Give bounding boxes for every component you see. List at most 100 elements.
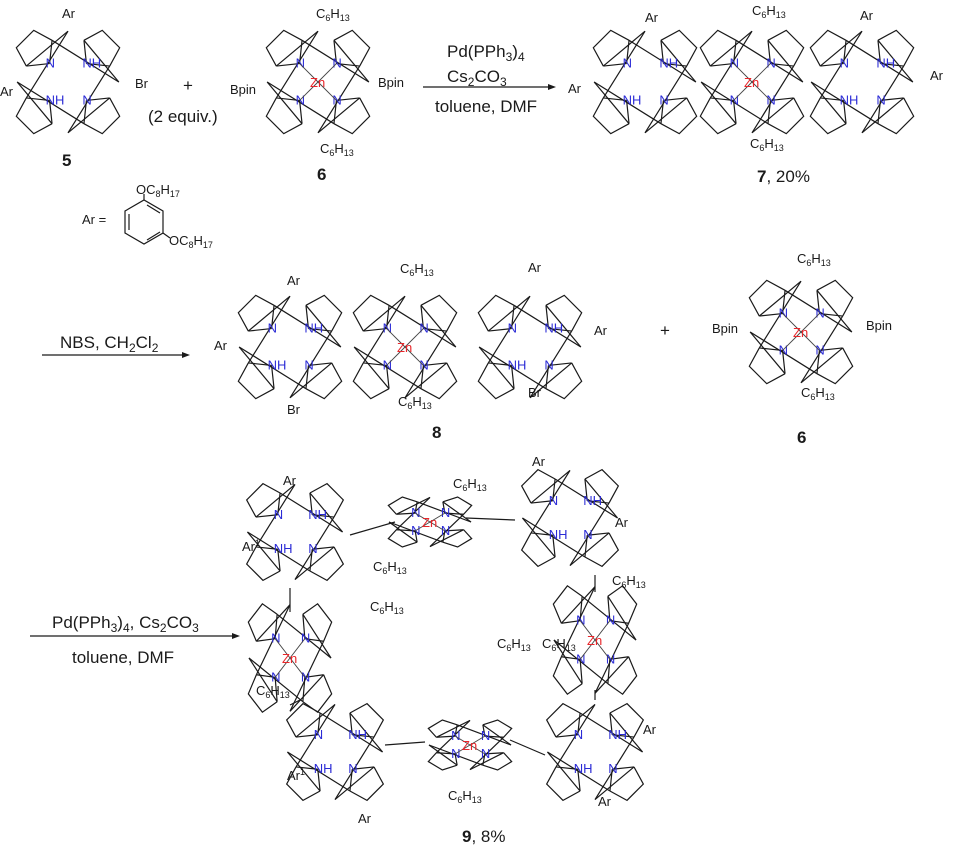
nitrogen-label: NH bbox=[46, 92, 65, 107]
substituent-ar: Ar bbox=[568, 81, 582, 96]
compound-5-labels: Ar Ar Br 5 bbox=[0, 6, 149, 170]
porphyrin-9h: N NH N NH bbox=[545, 702, 645, 802]
compound-9-labels: Ar Ar1 C6H13 C6H13 Ar Ar C6H13 C6H13 C6H… bbox=[242, 454, 657, 846]
nitrogen-label: N bbox=[606, 613, 615, 628]
nitrogen-label: NH bbox=[508, 357, 527, 372]
meso-meso-bond bbox=[465, 517, 516, 521]
nitrogen-label: N bbox=[301, 631, 310, 646]
substituent-ar: Ar bbox=[358, 811, 372, 826]
substituent-ar: Ar bbox=[528, 260, 542, 275]
reaction-arrow-1: Pd(PPh3)4 Cs2CO3 toluene, DMF bbox=[423, 42, 556, 116]
substituent-hexyl: C6H13 bbox=[373, 559, 407, 576]
nitrogen-label: N bbox=[766, 92, 775, 107]
substituent-hexyl-top: C6H13 bbox=[316, 6, 350, 23]
nitrogen-label: N bbox=[544, 357, 553, 372]
nitrogen-label: NH bbox=[544, 321, 563, 336]
nitrogen-label: NH bbox=[876, 56, 895, 71]
zinc-label: Zn bbox=[587, 633, 602, 648]
octyloxy-bottom: OC8H17 bbox=[169, 233, 213, 250]
substituent-hexyl: C6H13 bbox=[256, 683, 290, 700]
nitrogen-label: N bbox=[815, 306, 824, 321]
substituent-hexyl: C6H13 bbox=[453, 476, 487, 493]
nitrogen-label: NH bbox=[574, 761, 593, 776]
nitrogen-label: N bbox=[606, 651, 615, 666]
substituent-hexyl: C6H13 bbox=[612, 573, 646, 590]
nitrogen-label: N bbox=[623, 56, 632, 71]
substituent-ar: Ar bbox=[615, 515, 629, 530]
substituent-bpin: Bpin bbox=[866, 318, 892, 333]
substituent-ar: Ar bbox=[860, 8, 874, 23]
nitrogen-label: N bbox=[419, 321, 428, 336]
nitrogen-label: N bbox=[730, 56, 739, 71]
arrow-head bbox=[182, 352, 190, 358]
nitrogen-label: N bbox=[508, 321, 517, 336]
nitrogen-label: N bbox=[332, 56, 341, 71]
substituent-hexyl: C6H13 bbox=[750, 136, 784, 153]
porphyrin-8c: N NH N NH bbox=[477, 294, 583, 400]
substituent-hexyl: C6H13 bbox=[398, 394, 432, 411]
substituent-br: Br bbox=[287, 402, 301, 417]
nitrogen-label: N bbox=[766, 56, 775, 71]
nitrogen-label: N bbox=[481, 746, 490, 761]
nitrogen-label: N bbox=[419, 357, 428, 372]
nitrogen-label: N bbox=[576, 613, 585, 628]
substituent-hexyl-bottom: C6H13 bbox=[320, 141, 354, 158]
substituent-hexyl: C6H13 bbox=[370, 599, 404, 616]
substituent-hexyl: C6H13 bbox=[797, 251, 831, 268]
substituent-ar: Ar bbox=[643, 722, 657, 737]
substituent-ar1: Ar1 bbox=[287, 767, 305, 783]
nitrogen-label: N bbox=[82, 92, 91, 107]
compound-label-7: 7, 20% bbox=[757, 167, 810, 186]
nitrogen-label: NH bbox=[840, 92, 859, 107]
condition-base: Cs2CO3 bbox=[447, 67, 507, 89]
compound-label-9: 9, 8% bbox=[462, 827, 506, 846]
condition-nbs: NBS, CH2Cl2 bbox=[60, 333, 159, 355]
substituent-ar1: Ar1 bbox=[242, 538, 260, 554]
nitrogen-label: N bbox=[308, 541, 317, 556]
nitrogen-label: N bbox=[441, 523, 450, 538]
nitrogen-label: N bbox=[583, 527, 592, 542]
ar-definition-label: Ar = bbox=[82, 212, 106, 227]
substituent-hexyl: C6H13 bbox=[400, 261, 434, 278]
nitrogen-label: N bbox=[840, 56, 849, 71]
nitrogen-label: N bbox=[271, 631, 280, 646]
nitrogen-label: NH bbox=[348, 727, 367, 742]
zinc-label: Zn bbox=[422, 515, 437, 530]
arrow-head bbox=[232, 633, 240, 639]
nitrogen-label: NH bbox=[608, 727, 627, 742]
compound-label-5: 5 bbox=[62, 151, 71, 170]
reaction-arrow-3: Pd(PPh3)4, Cs2CO3 toluene, DMF bbox=[30, 613, 240, 667]
substituent-ar-top: Ar bbox=[62, 6, 76, 21]
zinc-label: Zn bbox=[310, 75, 325, 90]
zinc-label: Zn bbox=[282, 651, 297, 666]
nitrogen-label: NH bbox=[659, 56, 678, 71]
nitrogen-label: N bbox=[383, 321, 392, 336]
substituent-bpin-left: Bpin bbox=[230, 82, 256, 97]
meso-meso-bond bbox=[509, 739, 546, 756]
nitrogen-label: N bbox=[574, 727, 583, 742]
nitrogen-label: N bbox=[411, 505, 420, 520]
nitrogen-label: N bbox=[608, 761, 617, 776]
substituent-ar: Ar bbox=[532, 454, 546, 469]
meso-meso-bond bbox=[349, 521, 396, 536]
substituent-bpin-right: Bpin bbox=[378, 75, 404, 90]
zinc-label: Zn bbox=[793, 325, 808, 340]
substituent-hexyl: C6H13 bbox=[448, 788, 482, 805]
substituent-hexyl: C6H13 bbox=[497, 636, 531, 653]
nitrogen-label: NH bbox=[549, 527, 568, 542]
substituent-ar: Ar bbox=[594, 323, 608, 338]
compound-label-6: 6 bbox=[317, 165, 326, 184]
nitrogen-label: NH bbox=[314, 761, 333, 776]
nitrogen-label: N bbox=[46, 56, 55, 71]
plus-sign: + bbox=[183, 76, 193, 95]
substituent-br: Br bbox=[528, 385, 542, 400]
